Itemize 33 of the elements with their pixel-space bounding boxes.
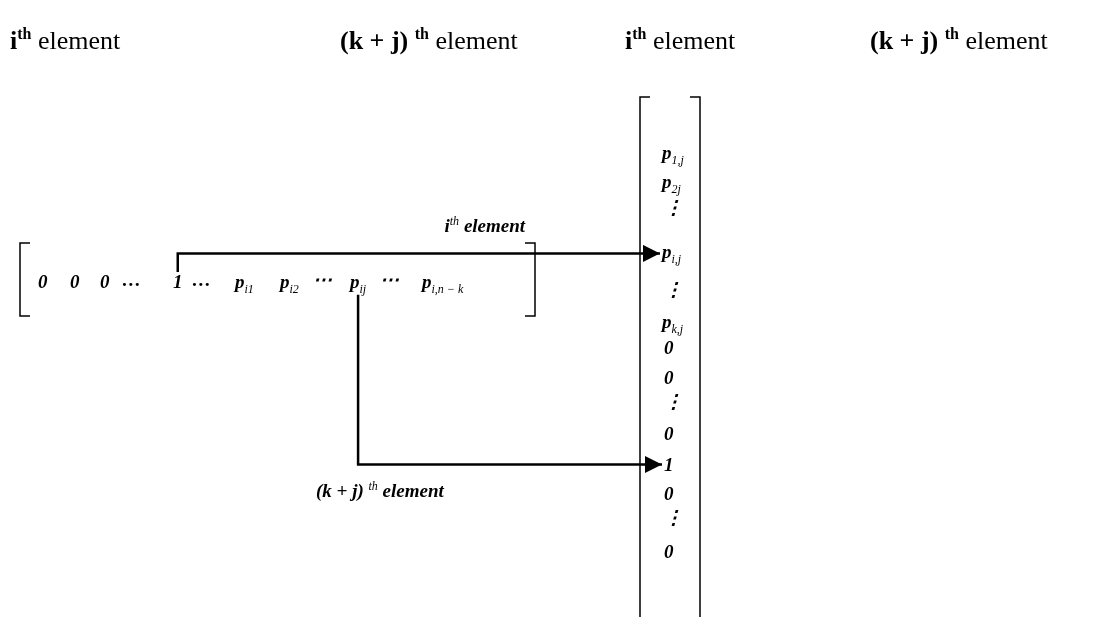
matrix-entry: p$_{i1}$ bbox=[235, 272, 254, 295]
matrix-entry: ⋯ bbox=[380, 270, 399, 289]
matrix-entry: p$_{k,j}$ bbox=[662, 312, 684, 335]
edge-label: (k + j) $^{th}$ element bbox=[314, 480, 446, 501]
matrix-entry: 0 bbox=[664, 338, 674, 357]
matrix-entry: 0 bbox=[100, 272, 110, 291]
matrix-entry: ⋮ bbox=[664, 198, 683, 217]
matrix-entry: p$_{1,j}$ bbox=[662, 143, 684, 166]
matrix-entry: p$_{i,n − k}$ bbox=[422, 272, 464, 295]
matrix-entry: ⋮ bbox=[664, 508, 683, 527]
matrix-entry: ⋯ bbox=[313, 270, 332, 289]
heading-text: i$^{th}$ element bbox=[10, 26, 121, 54]
heading-text: (k + j) $^{th}$ element bbox=[340, 26, 518, 54]
heading-text: (k + j) $^{th}$ element bbox=[870, 26, 1048, 54]
matrix-entry: p$_{i,j}$ bbox=[662, 242, 682, 265]
heading-text: i$^{th}$ element bbox=[625, 26, 736, 54]
matrix-entry: 0 bbox=[664, 368, 674, 387]
matrix-entry: 0 bbox=[664, 424, 674, 443]
matrix-entry: ⋮ bbox=[664, 392, 683, 411]
arrow bbox=[176, 244, 660, 272]
matrix-entry: 0 bbox=[70, 272, 80, 291]
matrix-entry: 0 bbox=[38, 272, 48, 291]
matrix-entry: p$_{2j}$ bbox=[662, 172, 681, 195]
arrow bbox=[356, 294, 662, 474]
matrix-entry: 0 bbox=[664, 542, 674, 561]
matrix-entry: p$_{i2}$ bbox=[280, 272, 299, 295]
matrix-entry: … bbox=[192, 270, 211, 289]
matrix-entry: 1 bbox=[664, 455, 674, 474]
matrix-entry: 1 bbox=[173, 272, 183, 291]
matrix-entry: ⋮ bbox=[664, 280, 683, 299]
matrix-entry: … bbox=[122, 270, 141, 289]
matrix-entry: 0 bbox=[664, 484, 674, 503]
matrix-entry: p$_{ij}$ bbox=[350, 272, 367, 295]
